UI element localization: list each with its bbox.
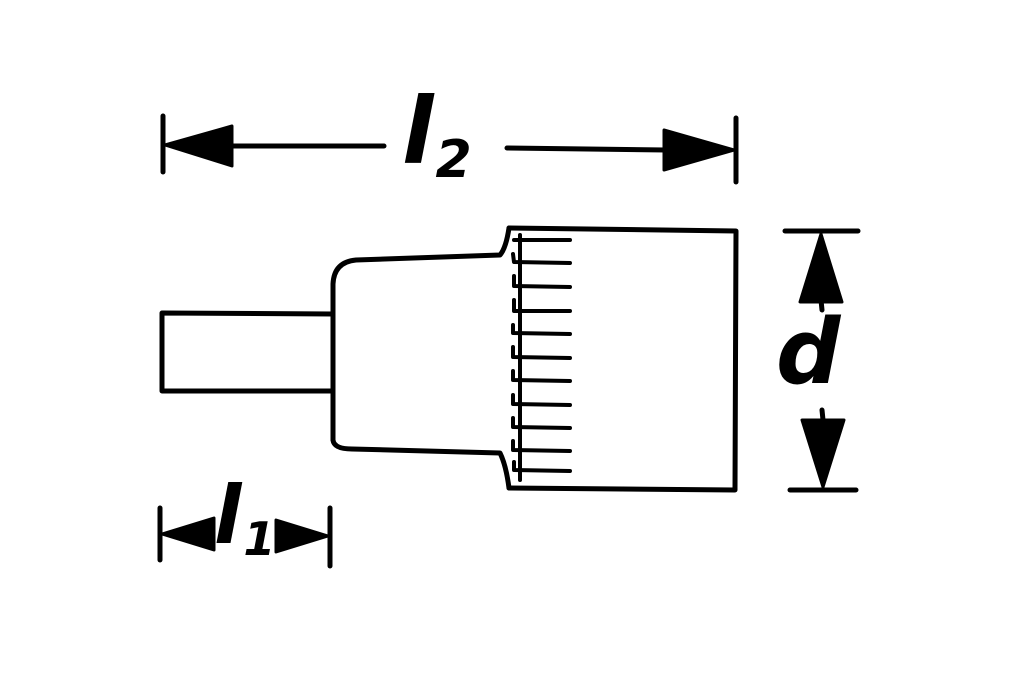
arrowhead-l2-right	[662, 128, 736, 172]
label-d-letter: d	[776, 300, 841, 405]
arrowhead-l1-right	[274, 518, 330, 554]
arrowhead-d-top	[798, 232, 844, 304]
knurl-ridges	[511, 233, 572, 482]
hex-shank	[159, 310, 336, 394]
label-l2-subscript: 2	[435, 130, 472, 190]
label-l2-letter: l	[402, 78, 434, 185]
socket-body-neck-bottom	[330, 437, 512, 491]
dimension-d	[782, 228, 861, 493]
dimension-l2	[160, 113, 739, 185]
label-l2: l2	[402, 86, 472, 187]
socket-body-drum	[506, 225, 739, 493]
label-d: d	[776, 308, 840, 398]
label-l1: l1	[214, 476, 275, 563]
arrowhead-l1-left	[160, 516, 216, 552]
dimension-l1	[157, 505, 333, 569]
arrowhead-l2-left	[163, 124, 234, 168]
dimension-line-l2-right	[504, 145, 669, 153]
arrowhead-d-bottom	[800, 418, 846, 489]
socket-body-neck	[330, 225, 512, 443]
label-l1-subscript: 1	[243, 512, 276, 566]
label-l1-letter: l	[214, 469, 242, 562]
dimension-line-d-bottom	[819, 407, 826, 423]
